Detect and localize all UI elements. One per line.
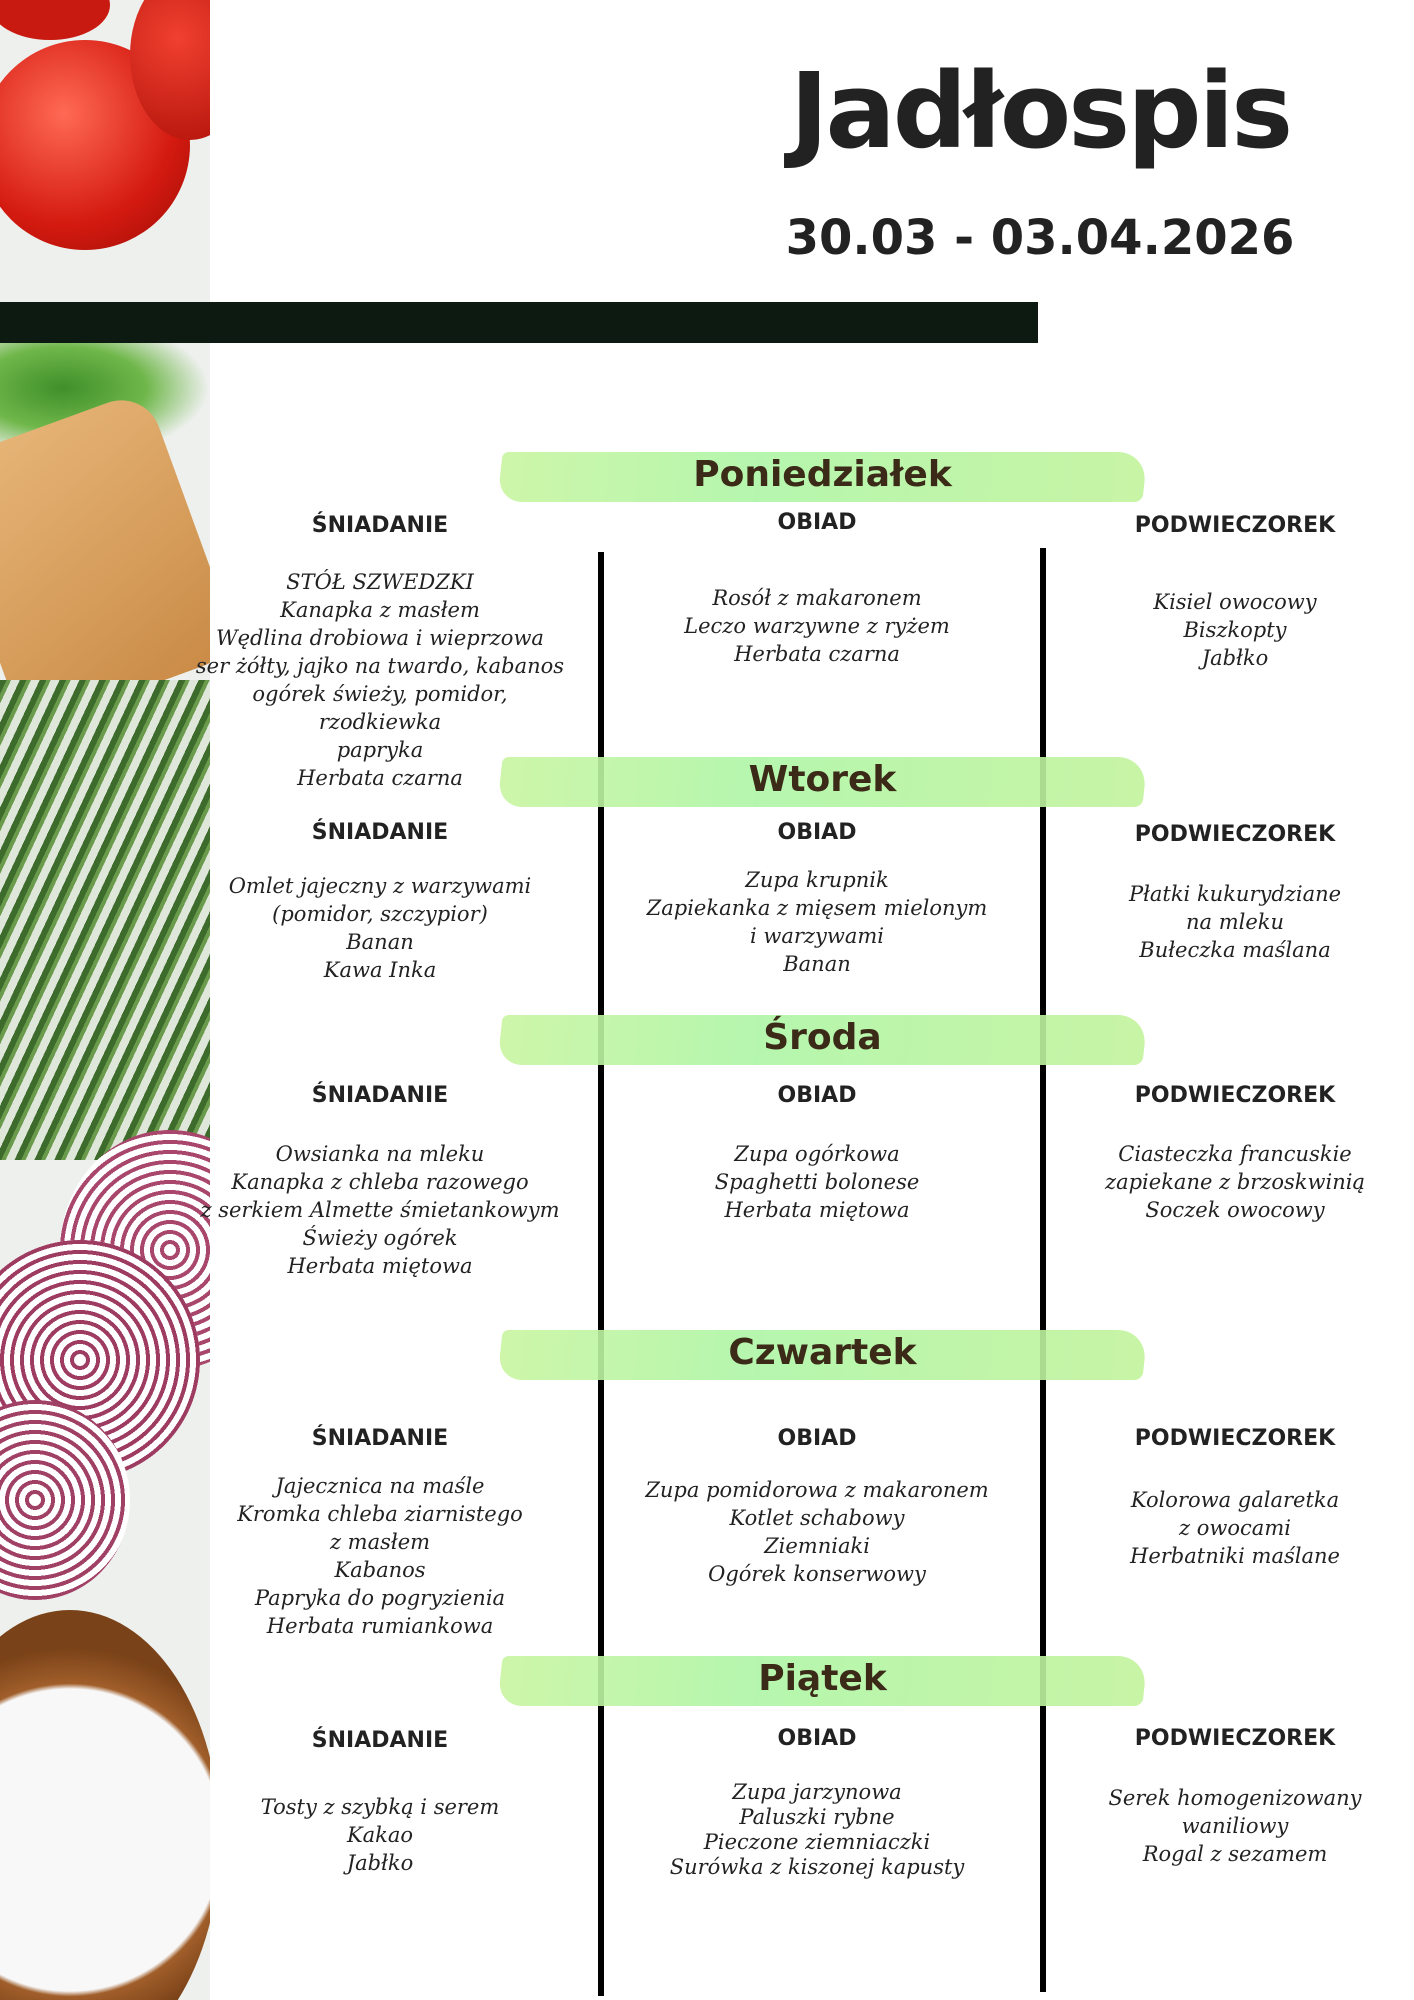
meal-label-snack: PODWIECZOREK [1134,1083,1336,1108]
menu-item: Jajecznica na maśle [275,1474,485,1498]
menu-item: Płatki kukurydziane [1128,882,1342,906]
meal-label-snack: PODWIECZOREK [1134,1726,1336,1751]
day-heading: Środa [763,1017,882,1058]
meal-label-breakfast: ŚNIADANIE [311,1083,449,1108]
meal-label-breakfast: ŚNIADANIE [311,1426,449,1451]
menu-item: Wędlina drobiowa i wieprzowa [216,626,544,650]
meal-label-lunch: OBIAD [777,510,857,535]
menu-item: Zupa jarzynowa [732,1780,902,1804]
meal-items-breakfast: Omlet jajeczny z warzywami (pomidor, szcz… [190,872,570,984]
day-heading: Wtorek [748,759,897,800]
menu-item: Ogórek konserwowy [708,1562,926,1586]
menu-item: Serek homogenizowany [1108,1786,1362,1810]
menu-item: z masłem [329,1530,431,1554]
menu-item: Kromka chleba ziarnistego [237,1502,523,1526]
menu-item: STÓŁ SZWEDZKI [286,570,474,594]
menu-item: Omlet jajeczny z warzywami [228,874,532,898]
menu-item: Herbata rumiankowa [266,1614,494,1638]
meal-label-lunch: OBIAD [777,1726,857,1751]
menu-item: Owsianka na mleku [275,1142,485,1166]
menu-item: Świeży ogórek [302,1226,458,1250]
meal-label-snack: PODWIECZOREK [1134,822,1336,847]
menu-item: Herbatniki maślane [1130,1544,1340,1568]
menu-item: Bułeczka maślana [1139,938,1331,962]
menu-item: Rosół z makaronem [712,586,922,610]
menu-item: Surówka z kiszonej kapusty [669,1855,965,1879]
menu-item: Zupa krupnik [745,868,889,892]
day-heading: Poniedziałek [693,454,952,495]
meal-label-lunch: OBIAD [777,1083,857,1108]
menu-item: Pieczone ziemniaczki [703,1830,931,1854]
menu-item: (pomidor, szczypior) [272,902,488,926]
column-divider [598,552,604,1996]
date-range: 30.03 - 03.04.2026 [785,210,1295,266]
menu-item: Ziemniaki [764,1534,870,1558]
menu-item: Zupa ogórkowa [734,1142,900,1166]
column-divider [1040,548,1046,1992]
meal-label-snack: PODWIECZOREK [1134,513,1336,538]
menu-item: Tosty z szybką i serem [260,1795,500,1819]
menu-item: Banan [783,952,851,976]
menu-item: Kisiel owocowy [1153,590,1317,614]
menu-item: Zupa pomidorowa z makaronem [645,1478,989,1502]
menu-item: Herbata czarna [734,642,900,666]
meal-label-lunch: OBIAD [777,820,857,845]
page-title: Jadłospis [789,50,1293,172]
menu-item: Kolorowa galaretka [1130,1488,1340,1512]
day-heading: Piątek [758,1658,887,1699]
meal-label-breakfast: ŚNIADANIE [311,1728,449,1753]
menu-item: zapiekane z brzoskwinią [1105,1170,1365,1194]
menu-item: Paluszki rybne [739,1805,895,1829]
menu-item: Herbata czarna [297,766,463,790]
meal-label-snack: PODWIECZOREK [1134,1426,1336,1451]
menu-item: Herbata miętowa [724,1198,910,1222]
meal-label-lunch: OBIAD [777,1426,857,1451]
menu-item: Kakao [346,1823,414,1847]
menu-item: Leczo warzywne z ryżem [684,614,950,638]
menu-item: Kanapka z chleba razowego [231,1170,529,1194]
menu-item: papryka [336,738,424,762]
header-divider-bar [0,302,1038,343]
menu-item: Rogal z sezamem [1142,1842,1328,1866]
menu-item: Kotlet schabowy [729,1506,905,1530]
menu-item: Spaghetti bolonese [714,1170,920,1194]
menu-item: ogórek świeży, pomidor, rzodkiewka [252,682,508,734]
meal-label-breakfast: ŚNIADANIE [311,820,449,845]
menu-item: Biszkopty [1183,618,1287,642]
food-photo-strip [0,0,210,2000]
menu-item: Herbata miętowa [287,1254,473,1278]
menu-item: Kanapka z masłem [280,598,480,622]
menu-item: Banan [346,930,414,954]
menu-item: Jabłko [1201,646,1269,670]
menu-item: na mleku [1185,910,1285,934]
day-heading: Czwartek [728,1332,917,1373]
meal-items-snack: Ciasteczka francuskie zapiekane z brzoskw… [1045,1140,1414,1224]
menu-item: z owocami [1179,1516,1291,1540]
menu-item: Zapiekanka z mięsem mielonym [646,896,988,920]
menu-item: Jabłko [346,1851,414,1875]
menu-item: Kawa Inka [323,958,437,982]
menu-item: Papryka do pogryzienia [254,1586,506,1610]
menu-item: i warzywami [750,924,884,948]
menu-item: Ciasteczka francuskie [1118,1142,1352,1166]
menu-item: z serkiem Almette śmietankowym [200,1198,560,1222]
meal-label-breakfast: ŚNIADANIE [311,513,449,538]
menu-item: ser żółty, jajko na twardo, kabanos [195,654,565,678]
menu-item: Soczek owocowy [1145,1198,1325,1222]
menu-item: Kabanos [334,1558,426,1582]
menu-item: waniliowy [1181,1814,1289,1838]
